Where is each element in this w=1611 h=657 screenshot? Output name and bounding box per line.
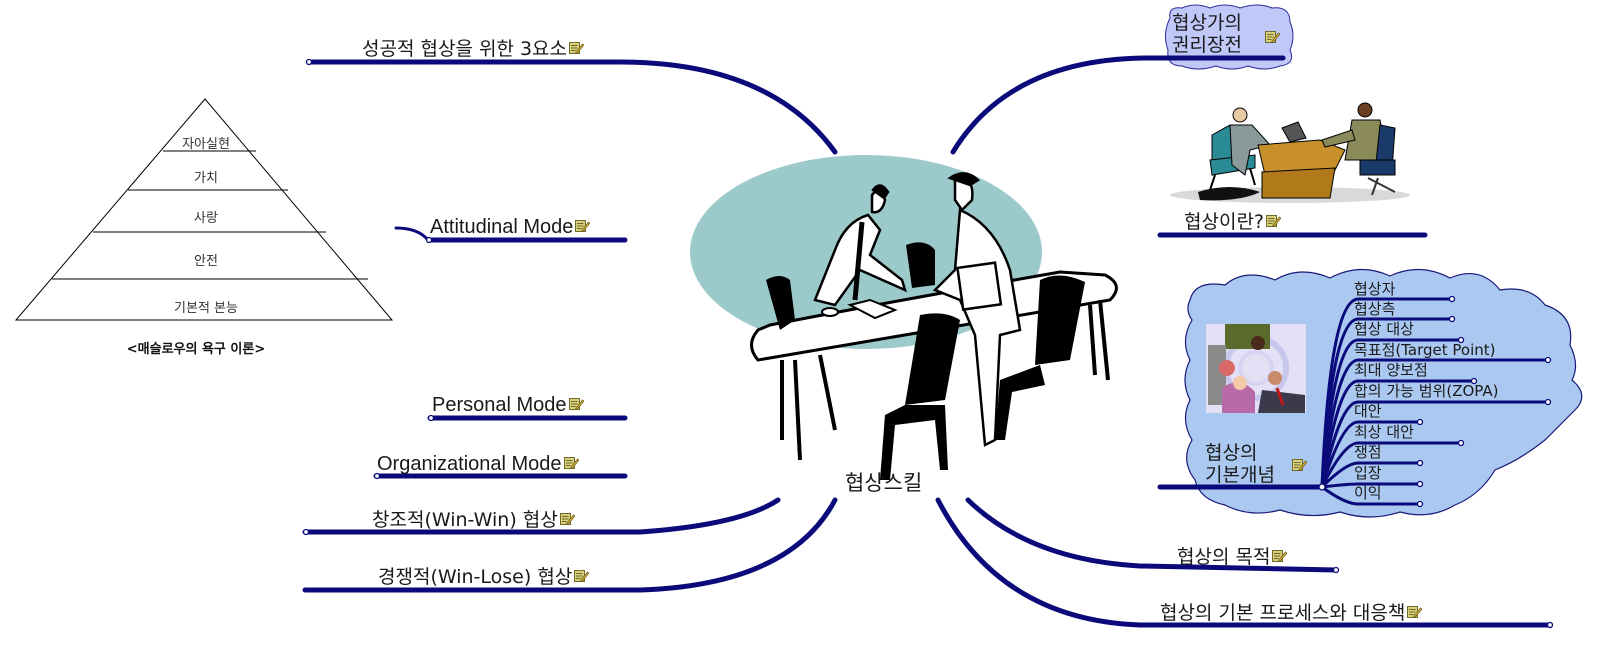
- maslow-pyramid: [14, 98, 394, 321]
- concept-item-zopa[interactable]: 합의 가능 범위(ZOPA): [1354, 382, 1499, 400]
- branch-label-line1: 협상가의: [1172, 12, 1242, 34]
- branch-label: 창조적(Win-Win) 협상: [372, 509, 558, 531]
- concept-item-position[interactable]: 입장: [1354, 464, 1382, 482]
- pyramid-caption: <매슬로우의 욕구 이론>: [126, 342, 266, 357]
- note-icon[interactable]: [564, 456, 579, 469]
- note-icon[interactable]: [574, 569, 589, 582]
- branch-label: 협상이란?: [1184, 211, 1265, 233]
- branch-label-line1: 협상의: [1205, 442, 1258, 464]
- right-branch-endpoints[interactable]: [1318, 295, 1554, 629]
- branch-negotiator-rights[interactable]: 협상가의 권리장전: [1172, 12, 1242, 56]
- concept-child-lines: [1320, 297, 1550, 506]
- note-icon[interactable]: [1265, 30, 1280, 43]
- note-icon[interactable]: [575, 219, 590, 232]
- business-meeting-image: [1170, 102, 1410, 203]
- person-left-icon: [813, 184, 907, 307]
- branch-label: Attitudinal Mode: [430, 216, 574, 238]
- note-icon[interactable]: [1292, 458, 1307, 471]
- branch-win-lose[interactable]: 경쟁적(Win-Lose) 협상: [378, 566, 589, 588]
- branch-label: Organizational Mode: [377, 453, 562, 475]
- central-topic-label[interactable]: 협상스킬: [845, 471, 923, 495]
- concept-item-target-point[interactable]: 목표점(Target Point): [1354, 341, 1496, 359]
- concept-item-alternative[interactable]: 대안: [1354, 402, 1382, 420]
- concept-item-negotiating-party[interactable]: 협상측: [1354, 300, 1396, 318]
- concept-item-interest[interactable]: 이익: [1354, 484, 1382, 502]
- papers-icon: [847, 298, 898, 320]
- note-icon[interactable]: [560, 512, 575, 525]
- pyramid-level-self-actualization: 자아실현: [182, 137, 230, 152]
- branch-label: Personal Mode: [432, 394, 567, 416]
- pyramid-level-safety: 안전: [194, 254, 218, 269]
- note-icon[interactable]: [569, 41, 584, 54]
- rights-callout-cloud: [1164, 4, 1294, 70]
- branch-purpose[interactable]: 협상의 목적: [1177, 546, 1287, 568]
- branch-label-line2: 권리장전: [1172, 34, 1242, 56]
- branch-attitudinal-mode[interactable]: Attitudinal Mode: [430, 216, 590, 238]
- concept-item-negotiator[interactable]: 협상자: [1354, 280, 1396, 298]
- chair-icons: [766, 242, 1085, 480]
- right-branch-lines: [935, 55, 1553, 628]
- central-topic-image[interactable]: [690, 155, 1118, 480]
- branch-label: 협상의 목적: [1177, 546, 1271, 568]
- table-legs-icon: [780, 299, 1110, 461]
- note-icon[interactable]: [569, 397, 584, 410]
- concept-item-batna[interactable]: 최상 대안: [1354, 423, 1414, 441]
- concept-item-max-concession[interactable]: 최대 양보점: [1354, 361, 1428, 379]
- branch-label: 성공적 협상을 위한 3요소: [362, 38, 568, 60]
- person-right-icon: [932, 172, 1022, 447]
- branch-success-3-factors[interactable]: 성공적 협상을 위한 3요소: [362, 38, 584, 60]
- pyramid-level-love: 사랑: [194, 211, 218, 226]
- branch-what-is-negotiation[interactable]: 협상이란?: [1184, 211, 1281, 233]
- cup-icon: [821, 307, 839, 317]
- concept-item-negotiation-target[interactable]: 협상 대상: [1354, 320, 1414, 338]
- branch-personal-mode[interactable]: Personal Mode: [432, 394, 584, 416]
- branch-process[interactable]: 협상의 기본 프로세스와 대응책: [1160, 602, 1422, 624]
- group-people-image: [1206, 324, 1306, 413]
- note-icon[interactable]: [1407, 605, 1422, 618]
- pyramid-level-basic-instinct: 기본적 본능: [174, 301, 238, 316]
- left-branch-lines: [302, 59, 838, 593]
- branch-label: 경쟁적(Win-Lose) 협상: [378, 566, 573, 588]
- branch-win-win[interactable]: 창조적(Win-Win) 협상: [372, 509, 575, 531]
- note-icon[interactable]: [1272, 549, 1287, 562]
- note-icon[interactable]: [1266, 214, 1281, 227]
- left-branch-endpoints[interactable]: [302, 58, 435, 536]
- branch-basic-concepts[interactable]: 협상의 기본개념: [1205, 442, 1275, 486]
- branch-organizational-mode[interactable]: Organizational Mode: [377, 453, 579, 475]
- concept-item-issue[interactable]: 쟁점: [1354, 443, 1382, 461]
- branch-label: 협상의 기본 프로세스와 대응책: [1160, 602, 1406, 624]
- branch-label-line2: 기본개념: [1205, 464, 1275, 486]
- pyramid-level-value: 가치: [194, 171, 218, 186]
